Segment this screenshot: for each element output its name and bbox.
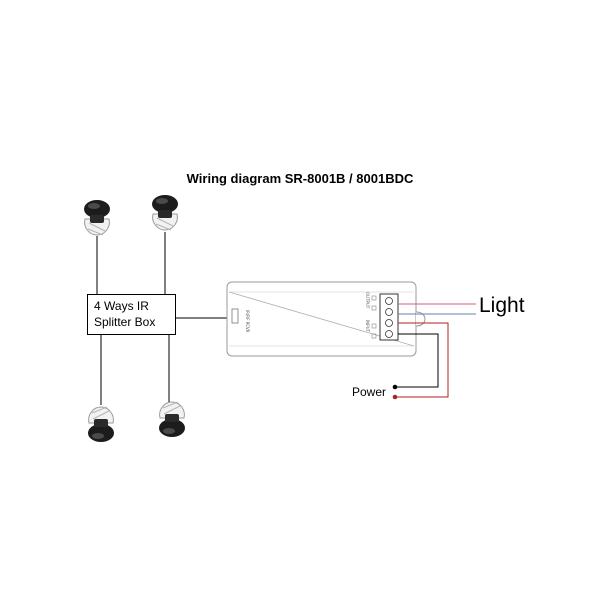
- ir-receiver-icon: [151, 194, 179, 231]
- terminal-block-icon: [379, 293, 399, 341]
- splitter-box: 4 Ways IR Splitter Box: [87, 294, 176, 335]
- ir-receiver-icon: [83, 199, 111, 236]
- diagram-title: Wiring diagram SR-8001B / 8001BDC: [186, 171, 414, 186]
- power-label: Power: [352, 385, 387, 399]
- port-label: IR/RF RCVR: [245, 310, 250, 333]
- output-label: OUTPUT: [365, 292, 370, 309]
- input-label: INPUT: [365, 320, 370, 333]
- power-wires: [392, 322, 449, 400]
- controller-unit: IR/RF RCVR OUTPUT INPUT: [226, 281, 426, 357]
- receiver-port: [231, 308, 239, 324]
- sensor-cables: [96, 232, 170, 405]
- splitter-label-line2: Splitter Box: [94, 315, 156, 329]
- ir-receiver-icon: [158, 401, 186, 438]
- ir-receiver-icon: [87, 406, 115, 443]
- light-label: Light: [479, 294, 525, 317]
- light-wires: [398, 303, 476, 315]
- splitter-label-line1: 4 Ways IR: [94, 299, 149, 313]
